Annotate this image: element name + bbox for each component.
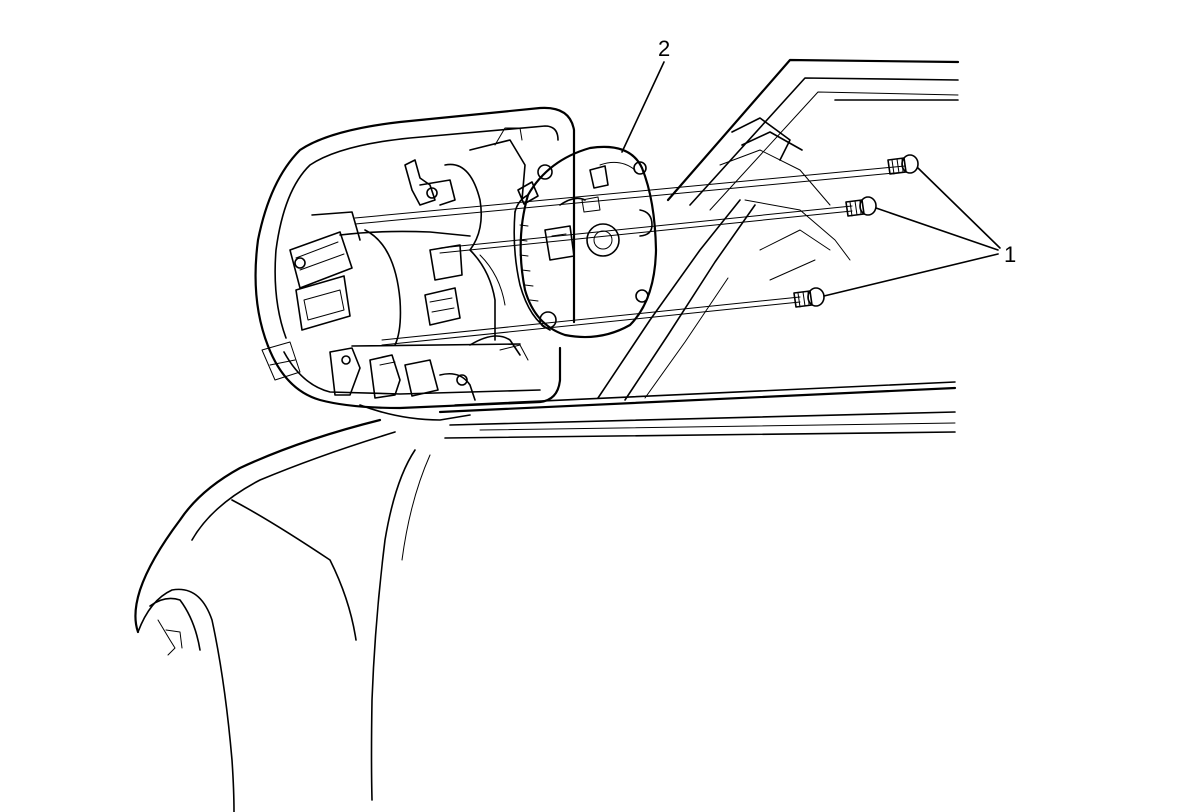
- leader-line-1-upper: [917, 167, 1001, 249]
- mirror-housing: [254, 106, 576, 421]
- callout-label-1: 1: [1004, 242, 1016, 267]
- mirror-internals: [289, 127, 529, 401]
- screw-middle: [845, 196, 877, 217]
- screw-upper: [887, 154, 919, 175]
- fender: [134, 418, 396, 812]
- leader-line-2: [621, 61, 665, 153]
- window-frame: [597, 58, 960, 401]
- leader-lines: [621, 61, 1001, 297]
- leader-line-1-lower: [823, 253, 999, 297]
- door-body: [370, 381, 957, 801]
- callout-label-2: 2: [658, 36, 670, 61]
- screw-alignment-lines: [354, 165, 906, 346]
- mirror-motor: [513, 145, 658, 339]
- leader-line-1-middle: [875, 207, 999, 251]
- screw-lower: [793, 287, 825, 308]
